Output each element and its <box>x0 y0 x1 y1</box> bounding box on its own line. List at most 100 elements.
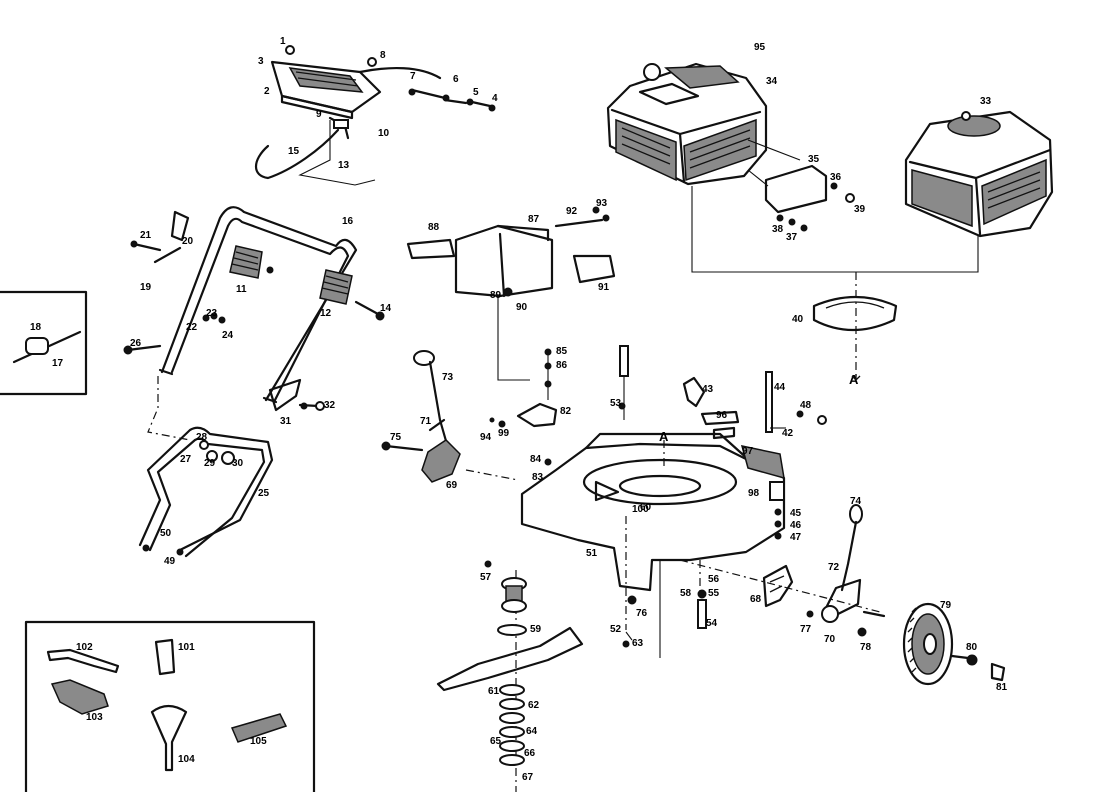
part-label-105: 105 <box>250 736 267 747</box>
part-label-32: 32 <box>324 400 336 411</box>
part-label-40: 40 <box>792 314 804 325</box>
part-label-92: 92 <box>566 206 578 217</box>
part-label-24: 24 <box>222 330 234 341</box>
part-label-3: 3 <box>258 56 264 67</box>
part-label-28: 28 <box>196 432 208 443</box>
part-label-42: 42 <box>782 428 794 439</box>
rear-wheel <box>902 602 1006 686</box>
part-label-88: 88 <box>428 222 440 233</box>
part-label-93: 93 <box>596 198 608 209</box>
part-label-44: 44 <box>774 382 786 393</box>
part-label-91: 91 <box>598 282 610 293</box>
part-label-38: 38 <box>772 224 784 235</box>
part-label-81: 81 <box>996 682 1008 693</box>
part-label-65: 65 <box>490 736 502 747</box>
part-label-72: 72 <box>828 562 840 573</box>
part-label-80: 80 <box>966 642 978 653</box>
control-panel <box>270 45 496 140</box>
part-label-77: 77 <box>800 624 812 635</box>
part-label-50: 50 <box>160 528 172 539</box>
part-label-19: 19 <box>140 282 152 293</box>
part-label-74: 74 <box>850 496 862 507</box>
part-label-20: 20 <box>182 236 194 247</box>
lower-handle <box>138 426 274 558</box>
part-label-18: 18 <box>30 322 42 333</box>
part-label-15: 15 <box>288 146 300 157</box>
part-label-73: 73 <box>442 372 454 383</box>
height-adjust-bracket <box>406 206 616 381</box>
part-number-labels: 1234567891011121314151617181920212223242… <box>30 36 1008 783</box>
handle-fasteners <box>123 240 385 412</box>
part-label-75: 75 <box>390 432 402 443</box>
deck-bolts-lower <box>622 559 881 648</box>
part-label-26: 26 <box>130 338 142 349</box>
part-label-22: 22 <box>186 322 198 333</box>
part-label-47: 47 <box>790 532 802 543</box>
part-label-5: 5 <box>473 87 479 98</box>
part-label-76: 76 <box>636 608 648 619</box>
part-label-61: 61 <box>488 686 500 697</box>
engine-bracket-lines <box>691 186 979 273</box>
part-label-35: 35 <box>808 154 820 165</box>
part-label-66: 66 <box>524 748 536 759</box>
part-label-16: 16 <box>342 216 354 227</box>
part-label-98: 98 <box>748 488 760 499</box>
part-label-7: 7 <box>410 71 416 82</box>
part-label-60: 60 <box>640 502 652 513</box>
part-label-8: 8 <box>380 50 386 61</box>
part-label-30: 30 <box>232 458 244 469</box>
part-label-69: 69 <box>446 480 458 491</box>
part-label-2: 2 <box>264 86 270 97</box>
part-label-53: 53 <box>610 398 622 409</box>
part-label-101: 101 <box>178 642 195 653</box>
throttle-cable <box>254 128 340 180</box>
part-label-58: 58 <box>680 588 692 599</box>
wheel-height-adjuster <box>806 504 886 637</box>
part-label-21: 21 <box>140 230 152 241</box>
part-label-45: 45 <box>790 508 802 519</box>
part-label-23: 23 <box>206 308 218 319</box>
part-label-71: 71 <box>420 416 432 427</box>
part-label-94: 94 <box>480 432 492 443</box>
part-label-1: 1 <box>280 36 286 47</box>
part-label-10: 10 <box>378 128 390 139</box>
part-label-95: 95 <box>754 42 766 53</box>
part-label-63: 63 <box>632 638 644 649</box>
part-label-78: 78 <box>860 642 872 653</box>
part-label-79: 79 <box>940 600 952 611</box>
part-label-43: 43 <box>702 384 714 395</box>
part-label-31: 31 <box>280 416 292 427</box>
section-mark-a-upper: A <box>659 429 669 444</box>
part-label-68: 68 <box>750 594 762 605</box>
deck-fasteners-45-47 <box>774 508 782 540</box>
part-label-51: 51 <box>586 548 598 559</box>
part-label-46: 46 <box>790 520 802 531</box>
part-label-89: 89 <box>490 290 502 301</box>
part-label-12: 12 <box>320 308 332 319</box>
part-label-90: 90 <box>516 302 528 313</box>
part-label-96: 96 <box>716 410 728 421</box>
part-label-6: 6 <box>453 74 459 85</box>
bracket-35 <box>747 139 855 232</box>
part-label-97: 97 <box>742 446 754 457</box>
part-label-11: 11 <box>236 284 247 295</box>
part-label-27: 27 <box>180 454 192 465</box>
part-label-70: 70 <box>824 634 836 645</box>
section-mark-a-lower: A <box>849 372 859 387</box>
part-label-25: 25 <box>258 488 270 499</box>
upper-handle <box>153 206 358 404</box>
part-label-67: 67 <box>522 772 534 783</box>
inset-box-cable-clip <box>0 290 88 396</box>
part-label-87: 87 <box>528 214 540 225</box>
engine-collar <box>812 295 898 332</box>
part-label-82: 82 <box>560 406 572 417</box>
left-height-lever <box>381 350 461 483</box>
part-label-14: 14 <box>380 303 392 314</box>
engine-assembly-left <box>606 62 768 186</box>
part-label-83: 83 <box>532 472 544 483</box>
part-label-54: 54 <box>706 618 718 629</box>
part-label-33: 33 <box>980 96 992 107</box>
engine-assembly-right <box>904 110 1054 238</box>
part-label-29: 29 <box>204 458 216 469</box>
part-label-17: 17 <box>52 358 64 369</box>
